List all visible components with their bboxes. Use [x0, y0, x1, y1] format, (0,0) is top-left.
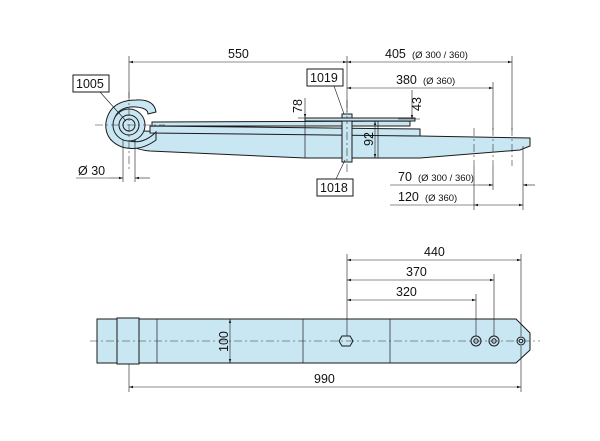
dim-120-label: 120 [398, 190, 419, 204]
top-leaf [151, 120, 411, 127]
part-label-1005: 1005 [76, 77, 104, 91]
leaf-top-outline [96, 318, 531, 364]
dim-100-label: 100 [217, 331, 231, 352]
dim-dia30-label: Ø 30 [78, 164, 105, 178]
dim-550-label: 550 [228, 47, 249, 61]
part-label-1018: 1018 [320, 181, 348, 195]
dim-440-label: 440 [424, 245, 445, 259]
dim-70-note: (Ø 300 / 360) [418, 173, 474, 184]
dim-405-note: (Ø 300 / 360) [412, 50, 468, 61]
dim-70-label: 70 [398, 170, 412, 184]
dim-78-label: 78 [291, 99, 305, 113]
dim-380-label: 380 [396, 73, 417, 87]
dim-92-label: 92 [362, 132, 376, 146]
dim-370-label: 370 [406, 265, 427, 279]
part-label-1018-box [316, 178, 354, 197]
dim-43-label: 43 [410, 97, 424, 111]
part-label-1019: 1019 [310, 71, 338, 85]
side-view: 550 405 (Ø 300 / 360) 380 (Ø 360) 43 78 … [72, 47, 535, 210]
dim-120-note: (Ø 360) [425, 193, 457, 204]
part-label-1005-box [72, 74, 110, 93]
dim-405-label: 405 [385, 47, 406, 61]
spacer-block [304, 117, 416, 122]
part-label-1019-box [306, 68, 344, 87]
top-view: 440 370 320 100 990 [90, 245, 540, 392]
dim-990-label: 990 [314, 372, 335, 386]
dim-320-label: 320 [396, 285, 417, 299]
dim-380-note: (Ø 360) [423, 76, 455, 87]
